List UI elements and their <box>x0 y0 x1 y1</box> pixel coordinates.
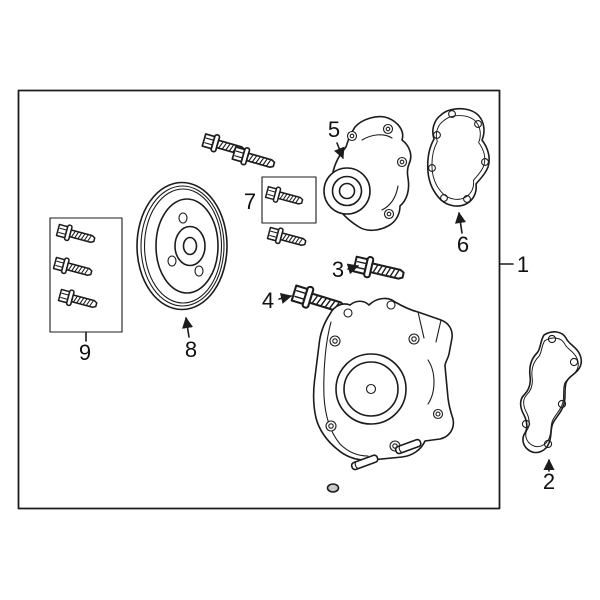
callout-3-label[interactable]: 3 <box>332 257 344 282</box>
callout-3[interactable]: 3 <box>332 257 360 282</box>
dowel-pins <box>326 438 422 493</box>
callout-1-label[interactable]: 1 <box>517 252 529 277</box>
leader-arrow <box>278 293 293 304</box>
callout-4-label[interactable]: 4 <box>262 288 274 313</box>
bolt-group-9 <box>49 217 123 333</box>
bolt <box>55 221 98 248</box>
bolt <box>264 183 305 210</box>
leader-arrow <box>346 263 360 275</box>
pulley <box>136 181 228 311</box>
water-pump-housing <box>312 297 455 461</box>
bolt <box>52 254 95 281</box>
callout-9-label[interactable]: 9 <box>79 340 91 365</box>
bolt-3 <box>351 253 407 287</box>
callout-7[interactable]: 7 <box>244 189 256 214</box>
callout-5[interactable]: 5 <box>328 117 345 160</box>
plug <box>326 483 340 493</box>
bolt <box>57 286 100 313</box>
bolt <box>266 224 309 251</box>
callout-5-label[interactable]: 5 <box>328 117 340 142</box>
diagram-border <box>17 89 501 510</box>
bolt-group-7 <box>261 176 317 251</box>
water-pump <box>323 115 412 232</box>
callout-4[interactable]: 4 <box>262 288 293 313</box>
callout-2-label[interactable]: 2 <box>543 469 555 494</box>
leader-arrow <box>454 211 467 234</box>
hardware-group-box-7 <box>261 176 317 224</box>
leader-arrow <box>182 316 194 338</box>
water-pump-gasket <box>426 107 490 207</box>
callout-6-label[interactable]: 6 <box>457 232 469 257</box>
callout-6[interactable]: 6 <box>454 211 469 257</box>
leader-arrow <box>334 142 345 160</box>
callout-2[interactable]: 2 <box>543 458 555 494</box>
bolt <box>230 143 278 174</box>
callout-8[interactable]: 8 <box>182 316 197 362</box>
callout-9[interactable]: 9 <box>79 331 91 365</box>
callout-7-label[interactable]: 7 <box>244 189 256 214</box>
outlet-gasket <box>519 331 583 454</box>
mounting-bolts-top <box>200 130 278 174</box>
callout-8-label[interactable]: 8 <box>185 337 197 362</box>
callout-1[interactable]: 1 <box>499 252 529 277</box>
